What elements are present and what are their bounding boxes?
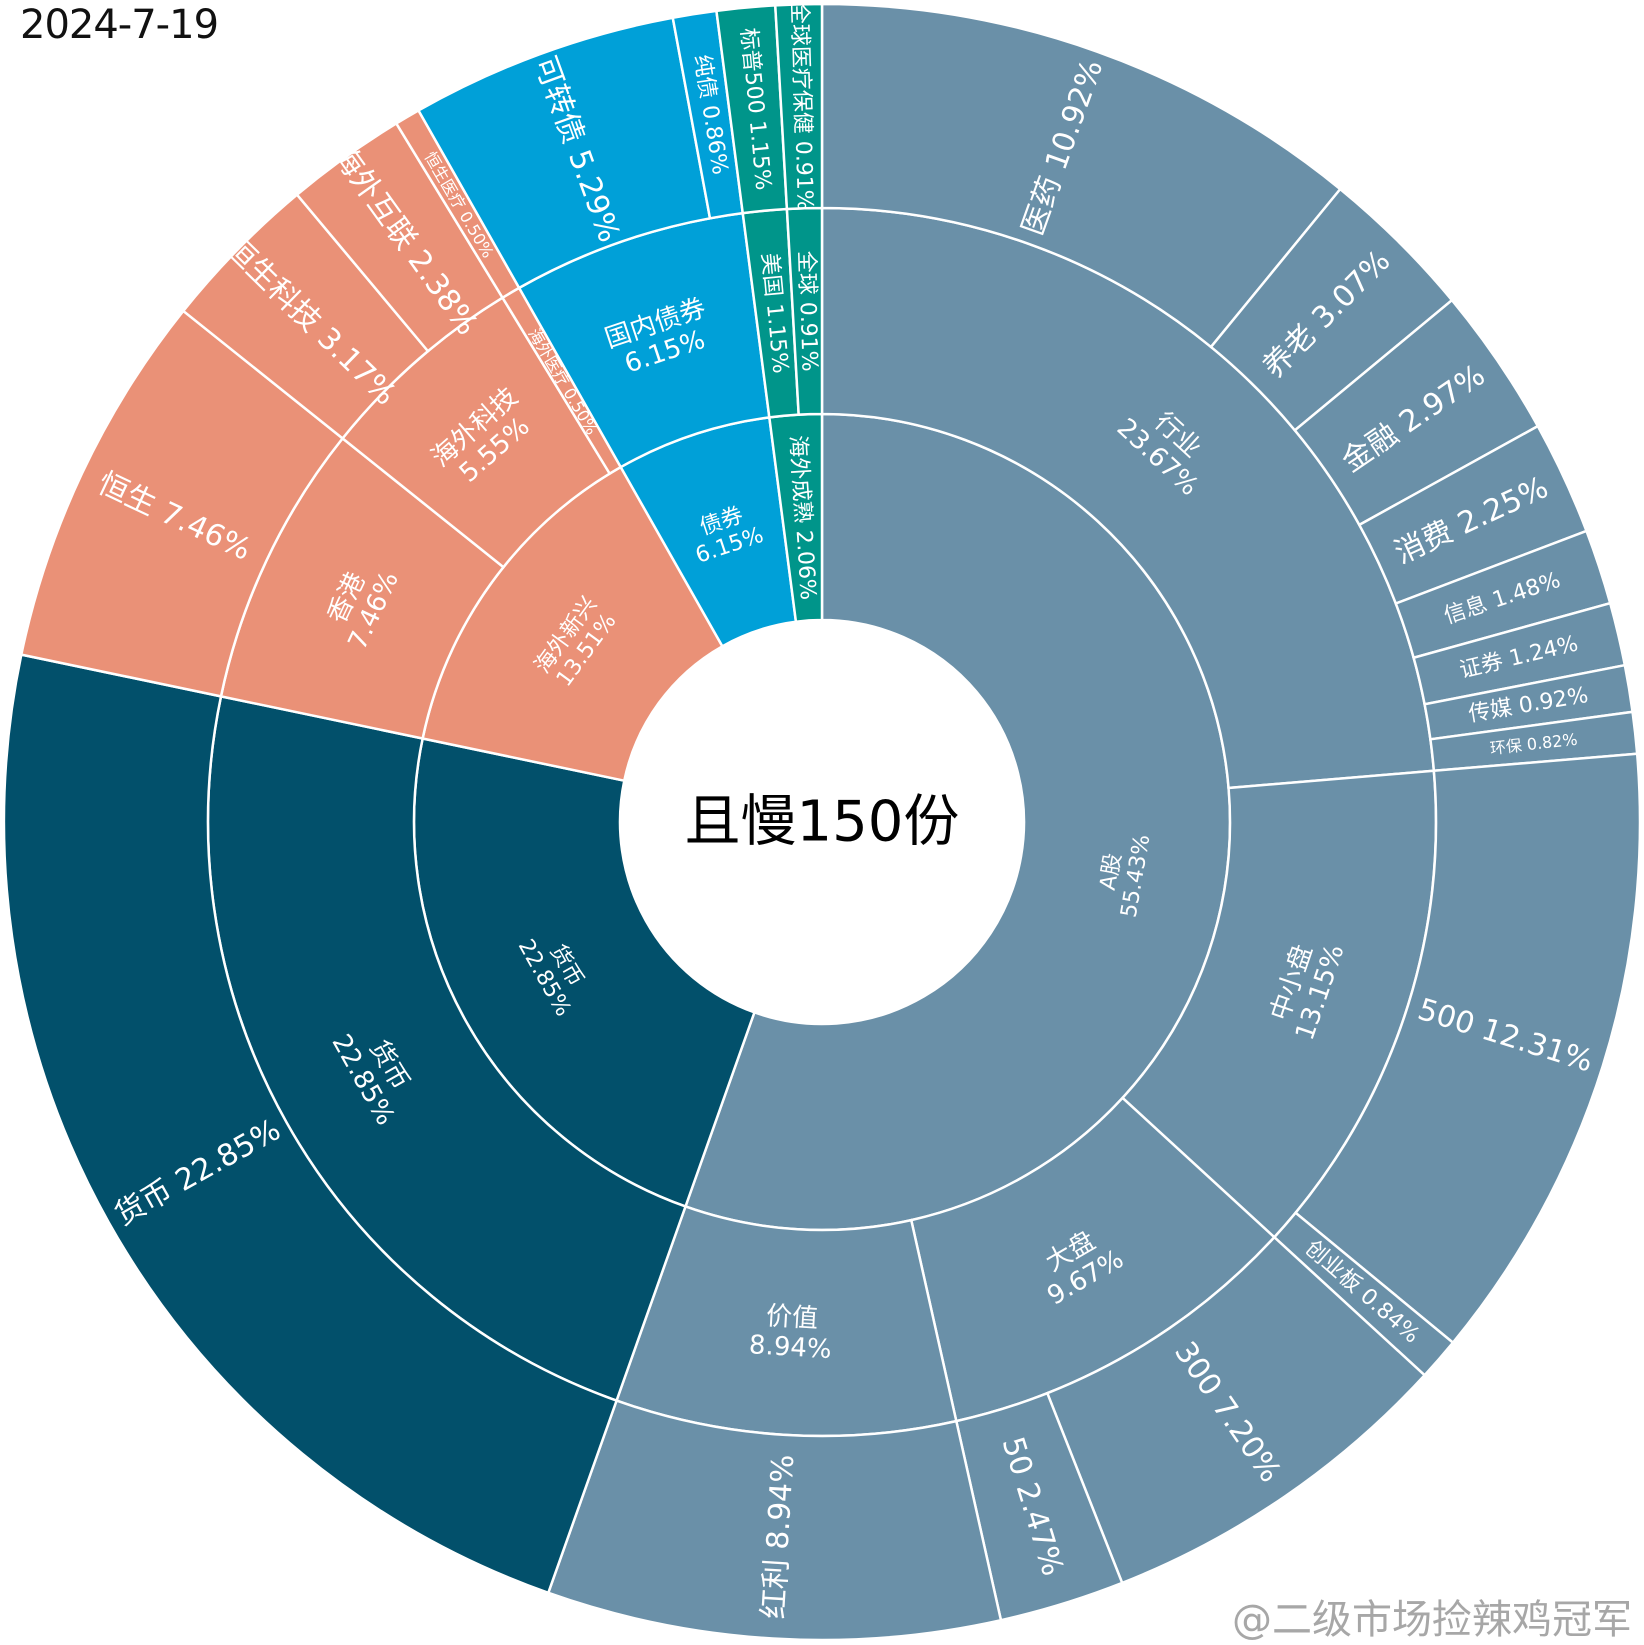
ring2-label-10: 全球 0.91%: [793, 250, 821, 372]
ring3-segment-21: [773, 2, 824, 211]
watermark: @二级市场捡辣鸡冠军: [1232, 1597, 1632, 1643]
ring1-label-3: 债券6.15%: [684, 498, 766, 568]
ring3-label-21: 全球医疗保健 0.91%: [786, 2, 817, 212]
ring3-segment-13: [2, 653, 619, 1595]
ring2-label-3: 价值8.94%: [748, 1300, 834, 1365]
date-label: 2024-7-19: [20, 2, 219, 48]
center-hole: [622, 622, 1022, 1022]
center-title: 且慢150份: [685, 790, 960, 855]
